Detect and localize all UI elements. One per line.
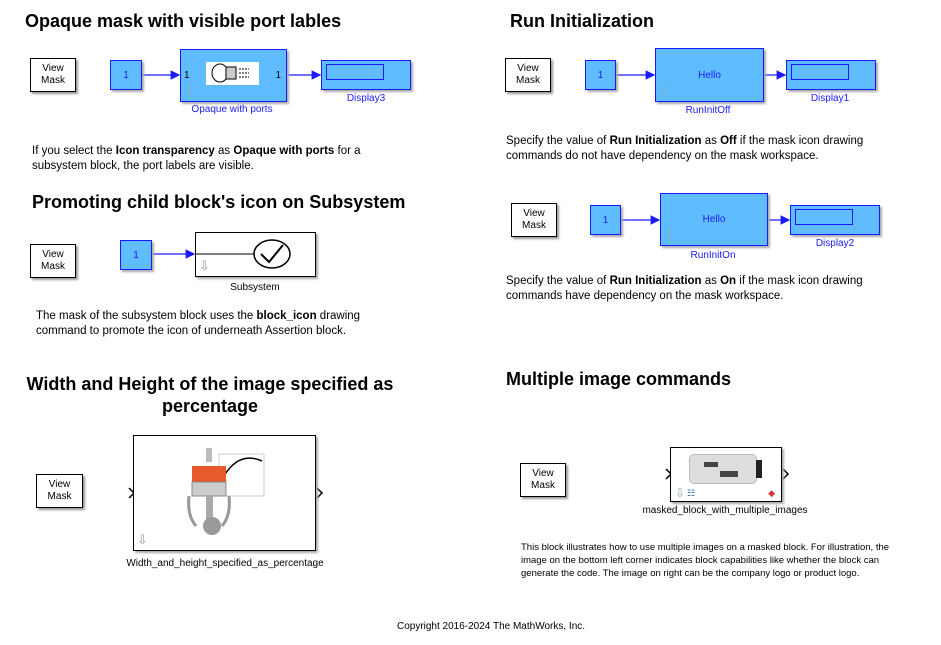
arrow-down-icon: ⇩ — [675, 486, 686, 500]
view-mask-button[interactable]: View Mask — [30, 58, 76, 92]
view-mask-button[interactable]: View Mask — [505, 58, 551, 92]
desc-text: If you select the — [32, 145, 116, 157]
block-name: Subsystem — [230, 282, 280, 293]
view-mask-label: View Mask — [41, 249, 65, 272]
code-generation-icon: ☷ — [687, 488, 696, 498]
block-icon-text: Hello — [698, 69, 721, 81]
piston-engine-icon — [187, 448, 265, 535]
arrow-down-icon: ⇩ — [199, 258, 210, 273]
desc-text: Specify the value of — [506, 275, 610, 287]
desc-text: Specify the value of — [506, 135, 610, 147]
constant-value: 1 — [602, 214, 609, 226]
copyright: Copyright 2016-2024 The MathWorks, Inc. — [396, 621, 586, 632]
constant-block[interactable]: 1 — [120, 240, 152, 270]
display-block[interactable] — [790, 205, 880, 235]
view-mask-label: View Mask — [516, 63, 540, 86]
block-name: Width_and_height_specified_as_percentage — [126, 558, 324, 569]
device-image-icon — [689, 454, 762, 484]
constant-value: 1 — [597, 69, 604, 81]
constant-block[interactable]: 1 — [585, 60, 616, 90]
section-title: Width and Height of the image specified … — [26, 374, 394, 416]
constant-block[interactable]: 1 — [110, 60, 142, 90]
in-port-label: 1 — [184, 70, 190, 81]
engine-icon — [206, 62, 259, 85]
description: Specify the value of Run Initialization … — [506, 134, 906, 164]
display-block[interactable] — [321, 60, 411, 90]
view-mask-button[interactable]: View Mask — [36, 474, 83, 508]
subsystem-block[interactable]: ⇩ — [195, 232, 316, 277]
runinitoff-block[interactable]: Hello ⇩ — [655, 48, 764, 102]
view-mask-label: View Mask — [531, 468, 555, 491]
block-icon-text: Hello — [702, 214, 726, 225]
desc-text: if the mask icon drawing commands do not… — [506, 135, 864, 162]
desc-bold: Run Initialization — [609, 135, 702, 147]
view-mask-label: View Mask — [522, 208, 546, 231]
multiple-images-block[interactable]: ⇩ ☷ ◆ — [670, 447, 782, 502]
opaque-subsystem-block[interactable]: 1 1 ⇩ — [180, 49, 287, 102]
view-mask-button[interactable]: View Mask — [30, 244, 76, 278]
arrow-down-icon: ⇩ — [137, 532, 148, 547]
view-mask-button[interactable]: View Mask — [511, 203, 557, 237]
desc-text: as — [701, 275, 721, 287]
display-name: Display2 — [815, 238, 855, 249]
description: The mask of the subsystem block uses the… — [36, 309, 396, 339]
description: This block illustrates how to use multip… — [521, 542, 890, 579]
block-name: RunInitOn — [690, 250, 736, 261]
view-mask-label: View Mask — [41, 63, 65, 86]
block-name: masked_block_with_multiple_images — [642, 505, 808, 516]
section-title: Run Initialization — [510, 11, 654, 31]
arrow-down-icon: ⇩ — [659, 83, 670, 98]
desc-bold: block_icon — [256, 310, 317, 322]
arrow-down-icon: ⇩ — [184, 83, 195, 98]
display-name: Display1 — [810, 93, 850, 104]
assertion-check-icon — [196, 239, 291, 269]
desc-bold: Off — [720, 135, 737, 147]
constant-block[interactable]: 1 — [590, 205, 621, 235]
constant-value: 1 — [123, 69, 129, 81]
view-mask-button[interactable]: View Mask — [520, 463, 566, 497]
display-block[interactable] — [786, 60, 876, 90]
desc-bold: Icon transparency — [115, 145, 215, 157]
view-mask-label: View Mask — [47, 479, 72, 502]
output-port-chevron — [316, 487, 324, 499]
desc-bold: Opaque with ports — [233, 145, 335, 157]
section-title: Multiple image commands — [506, 369, 732, 389]
desc-text: if the mask icon drawing commands have d… — [506, 275, 863, 302]
constant-value: 1 — [133, 249, 139, 261]
section-title: Promoting child block's icon on Subsyste… — [32, 192, 406, 212]
block-name: RunInitOff — [685, 105, 731, 116]
percentage-image-block[interactable]: ⇩ — [133, 435, 316, 551]
desc-text: drawing command to promote the icon of u… — [36, 310, 361, 337]
description: Specify the value of Run Initialization … — [506, 274, 906, 304]
arrow-down-icon: ⇩ — [664, 227, 675, 242]
display-name: Display3 — [346, 93, 386, 104]
desc-bold: On — [720, 275, 737, 287]
desc-text: as — [701, 135, 721, 147]
product-logo-icon: ◆ — [768, 488, 775, 498]
output-port-chevron — [782, 468, 790, 480]
desc-bold: Run Initialization — [609, 275, 702, 287]
block-name: Opaque with ports — [191, 104, 273, 115]
desc-text: for a subsystem block, the port labels a… — [32, 145, 361, 172]
desc-text: The mask of the subsystem block uses the — [36, 310, 257, 322]
desc-text: as — [214, 145, 234, 157]
runiniton-block[interactable]: Hello ⇩ — [660, 193, 768, 246]
out-port-label: 1 — [275, 70, 281, 81]
section-title: Opaque mask with visible port lables — [25, 11, 342, 31]
description: If you select the Icon transparency as O… — [32, 144, 402, 174]
